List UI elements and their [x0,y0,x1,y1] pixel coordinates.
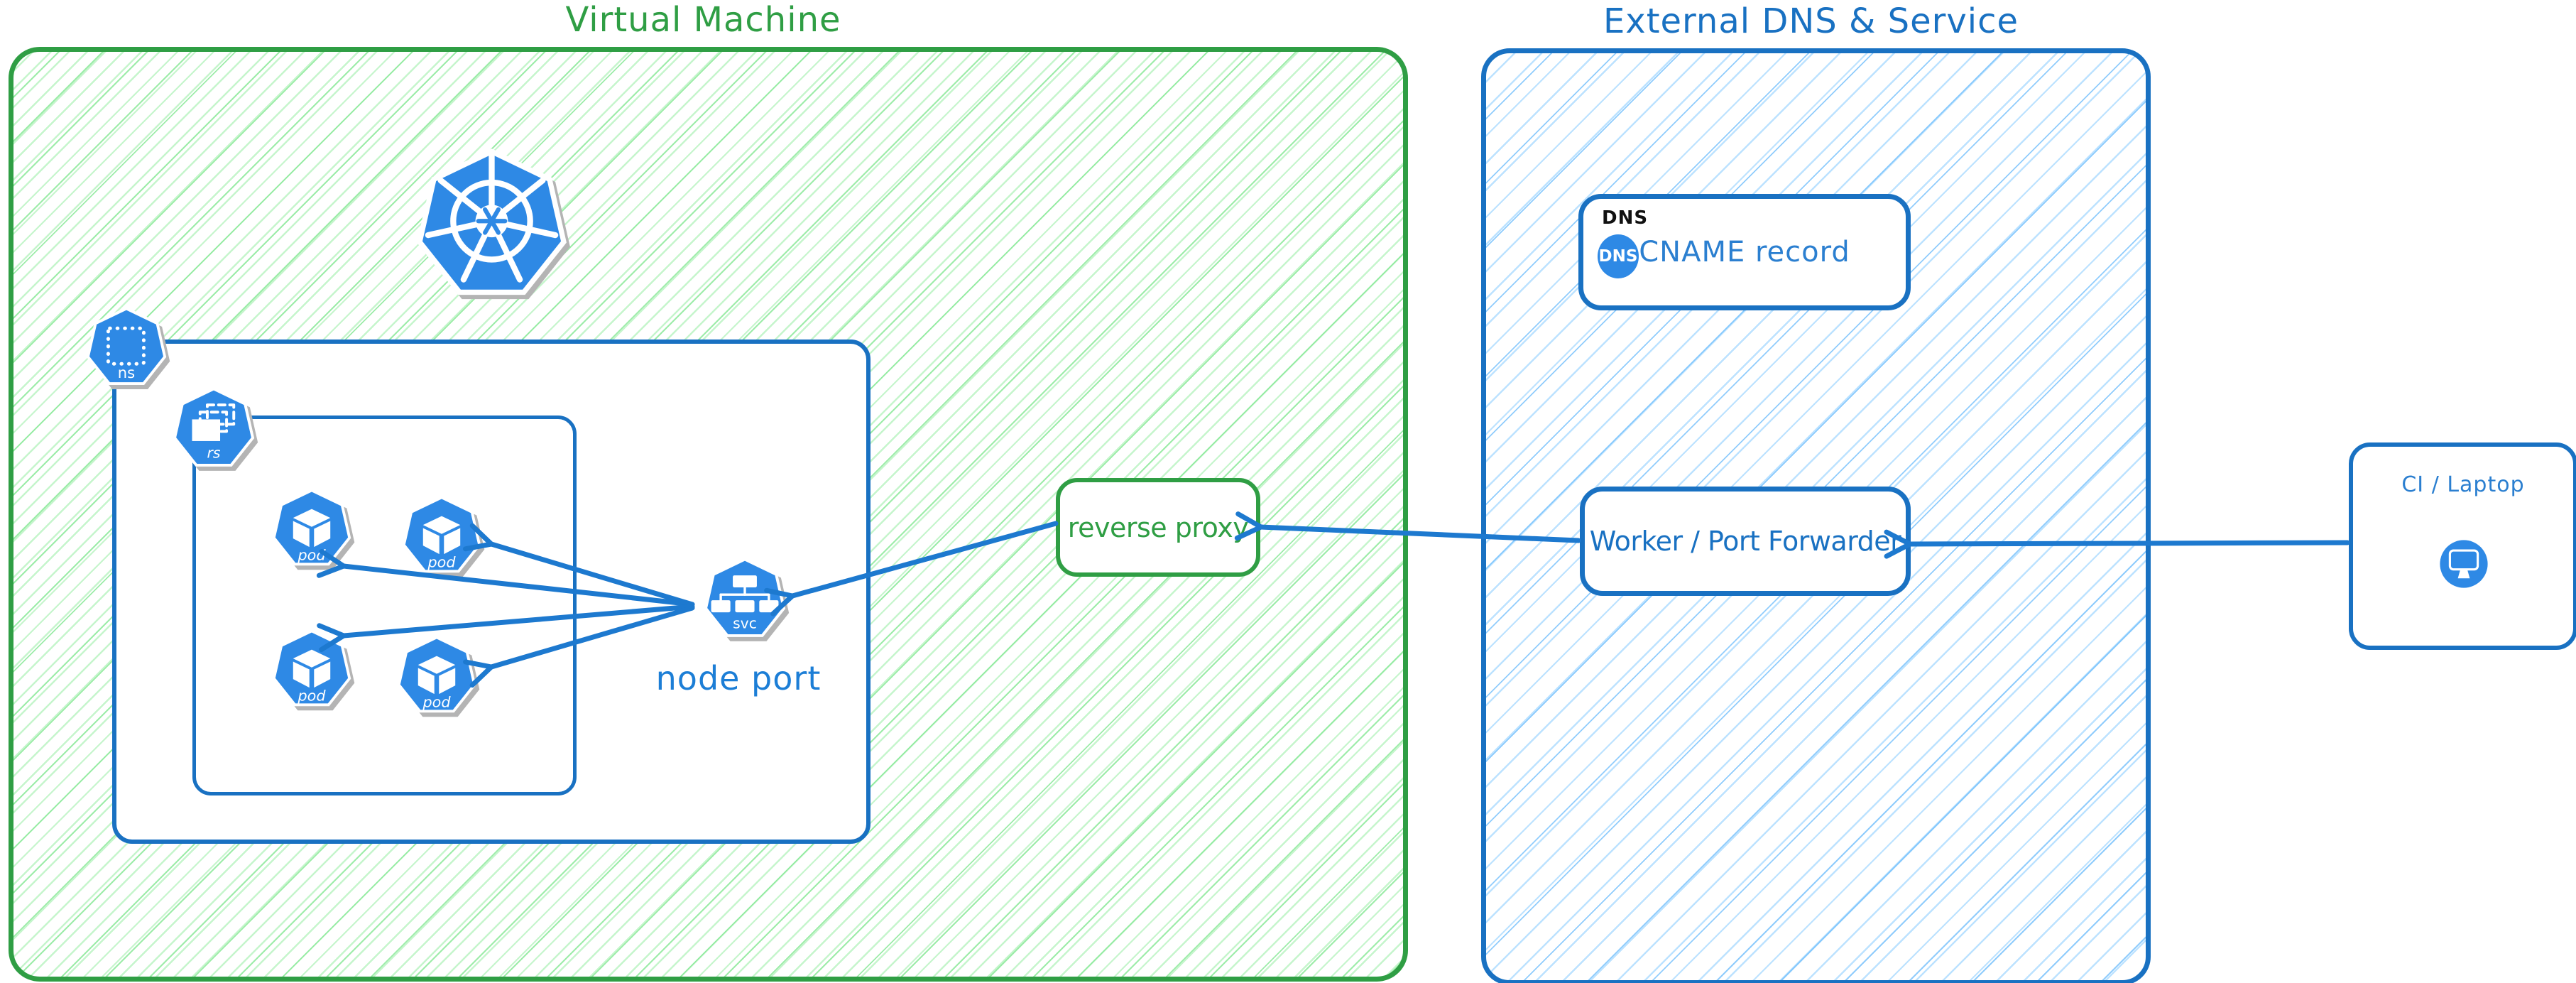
ci-laptop-node: CI / Laptop [2349,442,2576,650]
namespace-icon-label: ns [118,364,135,381]
pod-icon-label: pod [427,554,456,571]
pod-icon-label: pod [297,547,326,564]
cname-record-node: DNS DNS CNAME record [1578,194,1911,310]
pod-icon: pod [397,636,476,713]
cname-record-label: CNAME record [1639,236,1850,268]
dns-badge-icon: DNS [1598,234,1639,278]
kubernetes-logo-icon [417,148,567,295]
reverse-proxy-label: reverse proxy [1067,511,1249,543]
replicaset-box [192,416,577,795]
service-icon-label: svc [733,615,757,632]
pod-icon: pod [402,496,481,573]
replicaset-icon: rs [173,387,255,467]
service-icon: svc [704,558,786,637]
node-port-label: node port [655,659,822,697]
monitor-icon [2440,540,2488,588]
virtual-machine-title: Virtual Machine [565,0,841,40]
external-dns-title: External DNS & Service [1603,1,2019,41]
pod-icon: pod [272,489,351,566]
worker-port-forwarder-label: Worker / Port Forwarder [1589,526,1901,557]
reverse-proxy-node: reverse proxy [1056,478,1260,577]
replicaset-icon-label: rs [207,445,221,462]
dns-tag-label: DNS [1602,207,1649,229]
ci-laptop-label: CI / Laptop [2401,472,2525,497]
worker-port-forwarder-node: Worker / Port Forwarder [1580,487,1911,596]
pod-icon-label: pod [422,694,451,711]
namespace-icon: ns [86,307,167,386]
pod-icon-label: pod [297,688,326,705]
pod-icon: pod [272,629,351,707]
